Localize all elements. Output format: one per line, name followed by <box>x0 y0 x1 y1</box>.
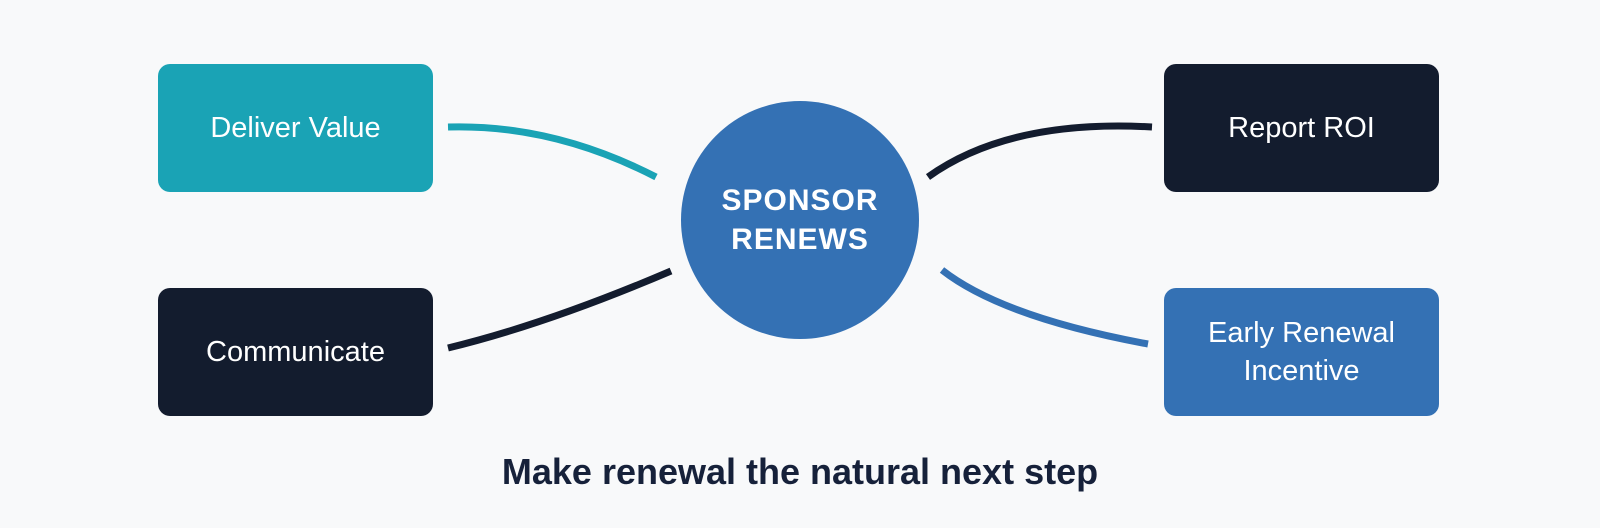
node-communicate: Communicate <box>158 288 433 416</box>
node-report-roi-label: Report ROI <box>1228 112 1375 144</box>
connector-center-to-report-roi <box>925 122 1153 180</box>
node-deliver-value-label: Deliver Value <box>210 112 381 144</box>
connector-deliver-value-to-center <box>447 123 658 181</box>
center-node-sponsor-renews: SPONSOR RENEWS <box>681 101 919 339</box>
connector-center-to-early-renewal-incentive <box>939 267 1149 348</box>
center-node-label-line2: RENEWS <box>731 223 869 256</box>
node-early-renewal-incentive: Early Renewal Incentive <box>1164 288 1439 416</box>
node-report-roi: Report ROI <box>1164 64 1439 192</box>
node-deliver-value: Deliver Value <box>158 64 433 192</box>
node-early-renewal-incentive-label: Early Renewal Incentive <box>1208 317 1395 387</box>
connector-communicate-to-center <box>447 267 673 352</box>
center-node-label-line1: SPONSOR <box>721 184 879 217</box>
node-communicate-label: Communicate <box>206 336 385 368</box>
diagram-caption: Make renewal the natural next step <box>501 451 1099 492</box>
